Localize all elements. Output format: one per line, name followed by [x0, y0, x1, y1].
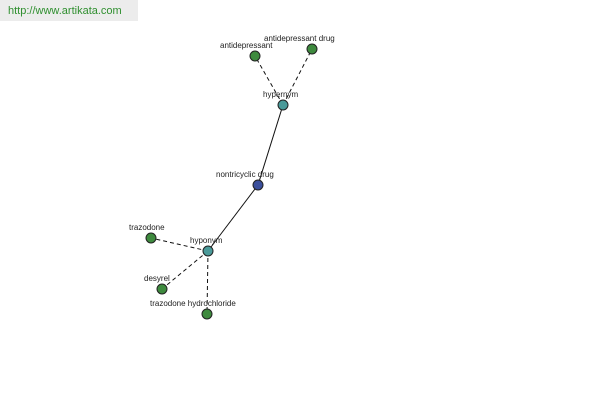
label-antidepressant: antidepressant: [220, 41, 273, 50]
node-desyrel[interactable]: [156, 283, 168, 295]
edge-center-hypernym: [257, 104, 284, 186]
edge-hypernym-antidepressant: [254, 55, 284, 106]
node-trazodone-hydrochloride[interactable]: [201, 308, 213, 320]
node-trazodone[interactable]: [145, 232, 157, 244]
site-banner: http://www.artikata.com: [0, 0, 138, 21]
label-antidepressant-drug: antidepressant drug: [264, 34, 335, 43]
label-hyponym: hyponym: [190, 236, 223, 245]
node-antidepressant[interactable]: [249, 50, 261, 62]
label-trazodone-hydrochloride: trazodone hydrochloride: [150, 299, 236, 308]
site-link[interactable]: http://www.artikata.com: [8, 4, 122, 17]
node-nontricyclic-drug[interactable]: [252, 179, 264, 191]
edge-hyponym-trazodone: [150, 237, 209, 252]
label-nontricyclic-drug: nontricyclic drug: [216, 170, 274, 179]
label-desyrel: desyrel: [144, 274, 170, 283]
label-hypernym: hypernym: [263, 90, 298, 99]
edge-hyponym-trazodone-hydrochloride: [206, 250, 209, 315]
edge-center-hyponym: [207, 184, 259, 252]
label-trazodone: trazodone: [129, 223, 165, 232]
node-hyponym[interactable]: [202, 245, 214, 257]
node-hypernym[interactable]: [277, 99, 289, 111]
edge-hyponym-desyrel: [161, 250, 209, 290]
node-antidepressant-drug[interactable]: [306, 43, 318, 55]
edge-hypernym-antidepressant-drug: [282, 48, 313, 106]
